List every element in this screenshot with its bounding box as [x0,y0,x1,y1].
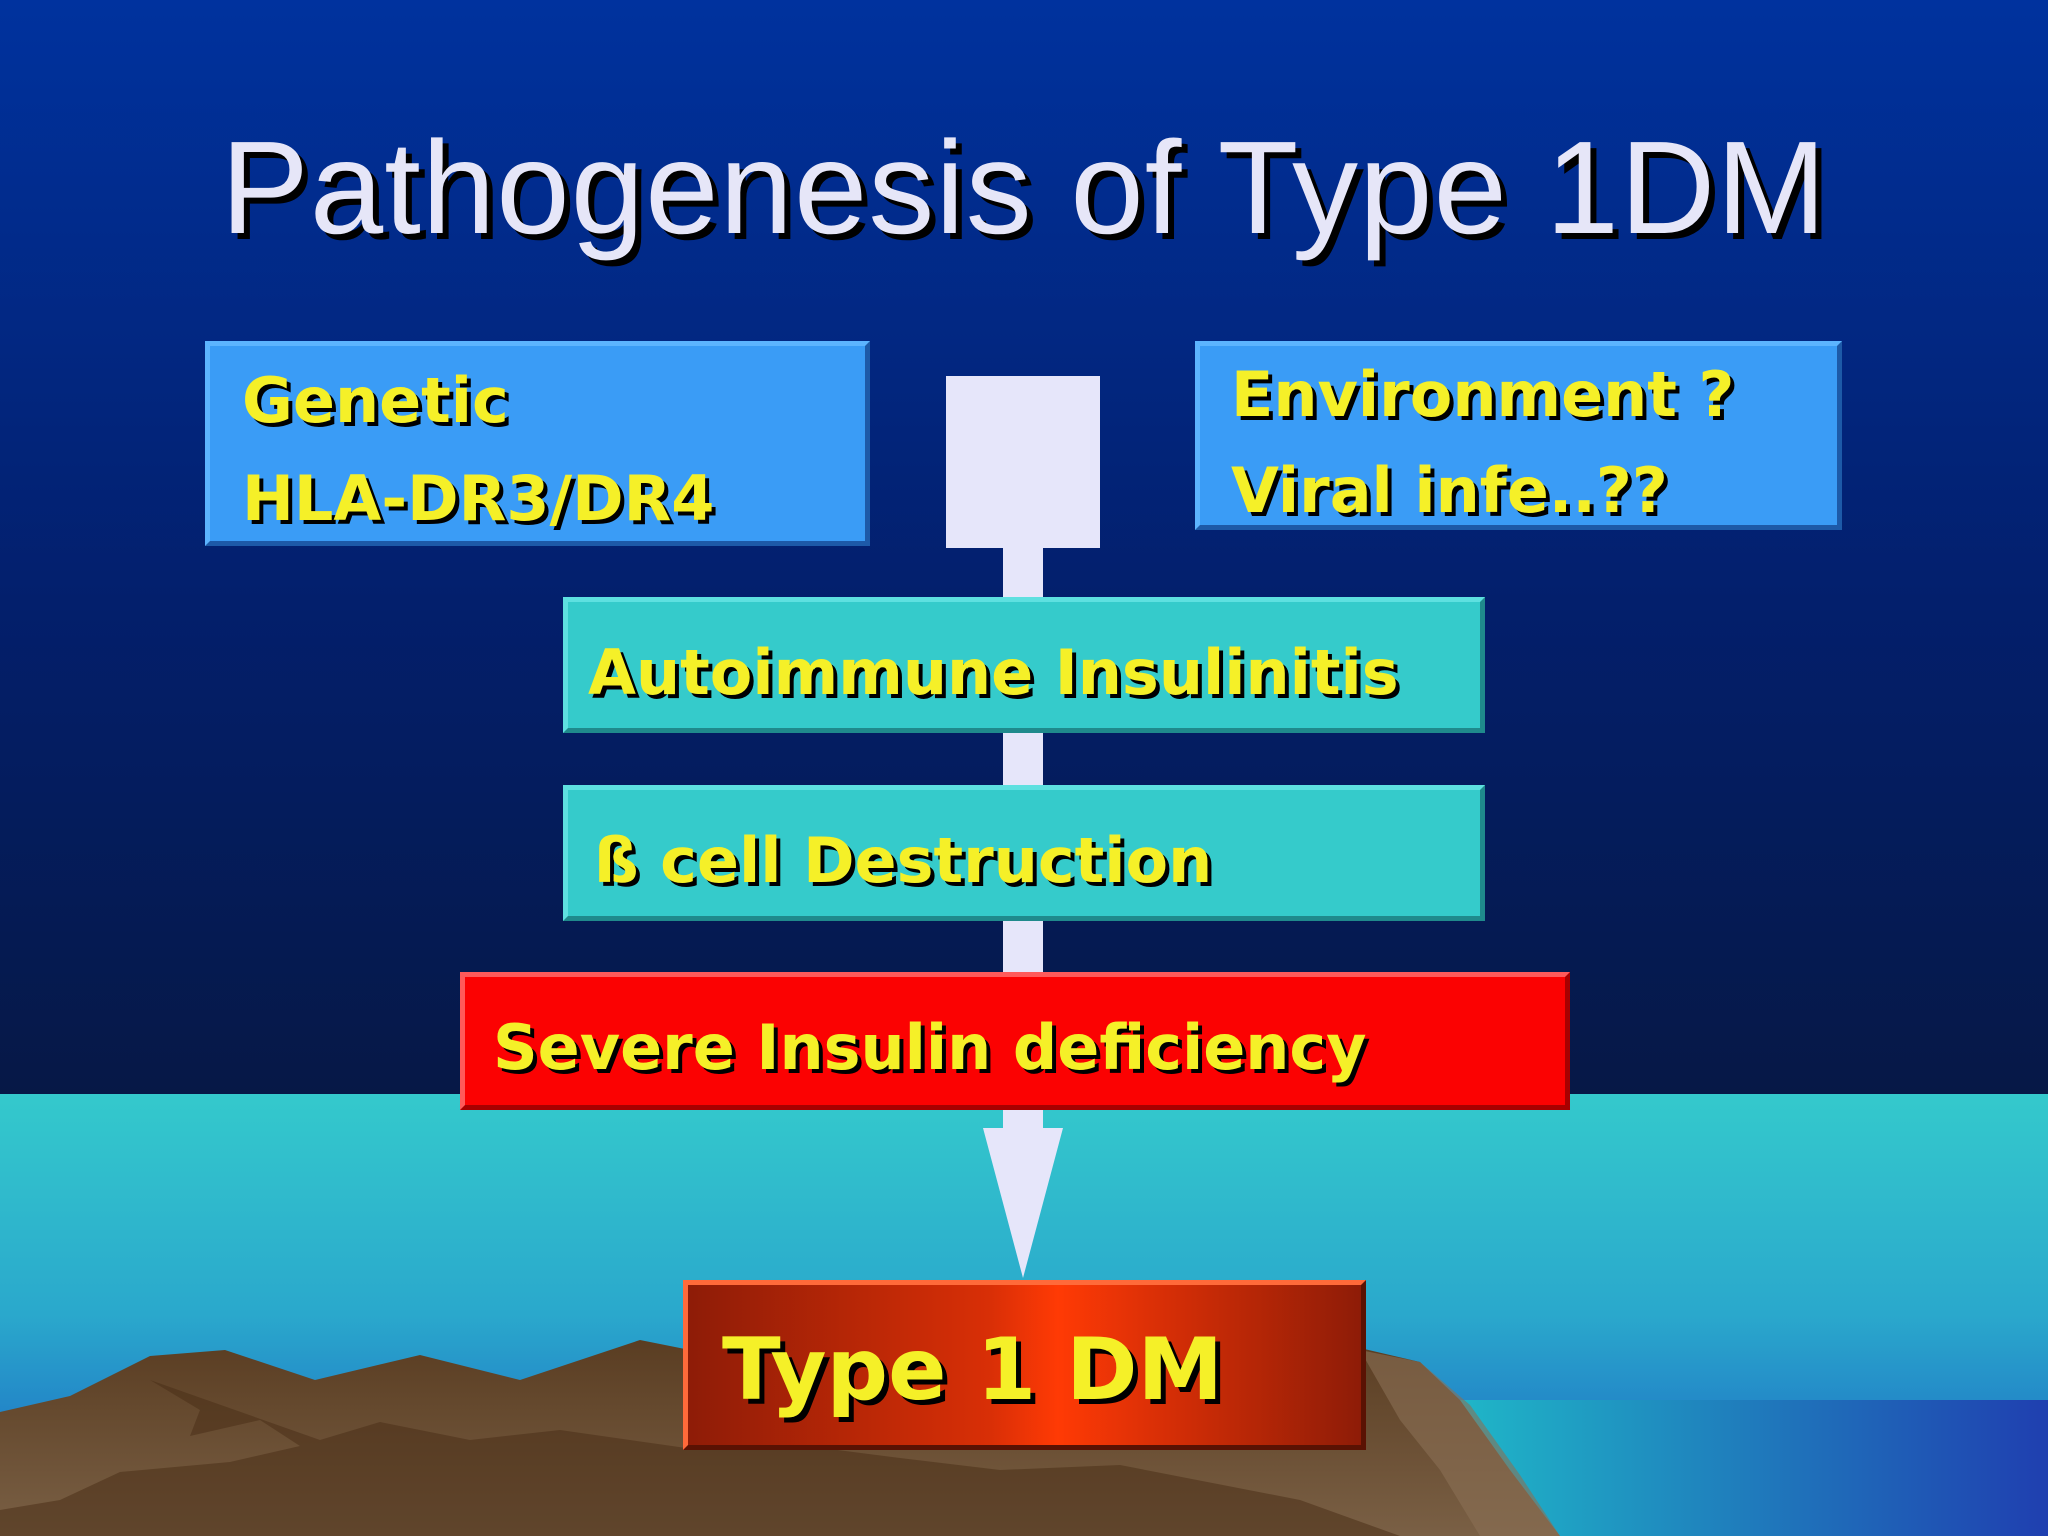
slide-title: Pathogenesis of Type 1DM [220,114,1828,261]
insulin-deficiency-box: Severe Insulin deficiency [460,972,1570,1110]
arrow-block [946,376,1100,548]
hla-label: HLA-DR3/DR4 [242,462,715,535]
type-1-dm-box: Type 1 DM [683,1280,1366,1450]
type-1-dm-label: Type 1 DM [722,1320,1224,1420]
arrow-head [983,1128,1063,1278]
viral-infection-label: Viral infe..?? [1231,454,1668,527]
island-highlight [1360,1350,1560,1536]
autoimmune-insulinitis-box: Autoimmune Insulinitis [563,597,1485,733]
sea-far [1450,1400,2048,1536]
environment-label: Environment ? [1231,358,1735,431]
genetic-label: Genetic [242,364,509,437]
island-shadow [0,1380,1400,1536]
autoimmune-insulinitis-label: Autoimmune Insulinitis [588,636,1399,709]
beta-cell-destruction-label: ß cell Destruction [594,824,1213,897]
genetic-factor-box: Genetic HLA-DR3/DR4 [205,341,870,546]
insulin-deficiency-label: Severe Insulin deficiency [493,1011,1367,1084]
environment-factor-box: Environment ? Viral infe..?? [1195,341,1842,530]
beta-cell-destruction-box: ß cell Destruction [563,785,1485,921]
